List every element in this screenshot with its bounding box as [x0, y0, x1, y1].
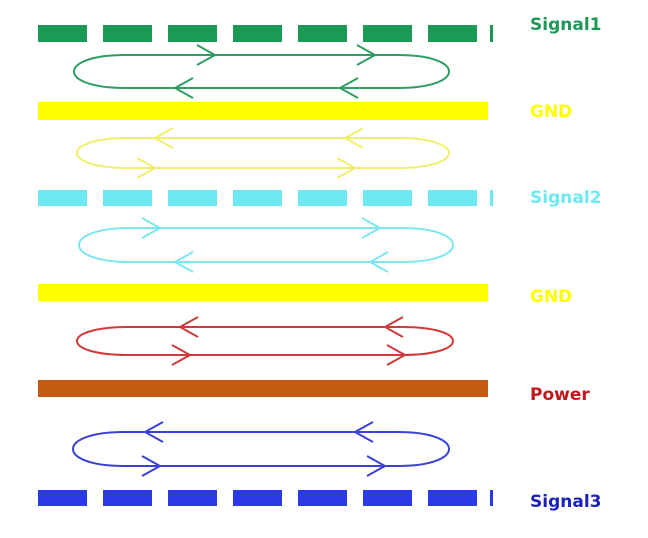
arrow-left-icon: [382, 316, 404, 338]
layer-label-signal1: Signal1: [530, 15, 602, 35]
arrow-right-icon: [386, 344, 408, 366]
current-loop-signal1-gnd: [73, 54, 450, 89]
signal-trace-segment: [363, 490, 412, 506]
signal-trace-segment: [233, 490, 282, 506]
layer-label-gnd-2: GND: [530, 287, 573, 307]
arrow-right-icon: [366, 455, 388, 477]
plane-layer-3: [38, 284, 488, 301]
current-loop-power-signal3: [72, 431, 450, 467]
signal-trace-segment: [428, 190, 477, 206]
plane-layer-1: [38, 102, 488, 120]
signal-trace-end: [490, 190, 493, 206]
arrow-right-icon: [136, 157, 158, 179]
signal-trace-segment: [363, 25, 412, 42]
signal-trace-segment: [168, 490, 217, 506]
signal-trace-segment: [428, 490, 477, 506]
signal-trace-end: [490, 25, 493, 42]
current-loop-signal2-gnd: [78, 227, 454, 263]
arrow-right-icon: [141, 455, 163, 477]
current-loop-gnd-signal2: [76, 137, 450, 169]
signal-trace-segment: [233, 25, 282, 42]
arrow-right-icon: [356, 44, 378, 66]
arrow-right-icon: [361, 217, 383, 239]
layer-label-signal2: Signal2: [530, 188, 602, 208]
layer-label-power: Power: [530, 385, 590, 405]
signal-trace-segment: [298, 25, 347, 42]
arrow-left-icon: [152, 127, 174, 149]
current-loop-gnd-power: [76, 326, 454, 356]
arrow-left-icon: [352, 421, 374, 443]
arrow-left-icon: [172, 77, 194, 99]
arrow-left-icon: [177, 316, 199, 338]
signal-trace-segment: [38, 25, 87, 42]
layer-label-signal3: Signal3: [530, 492, 602, 512]
arrow-right-icon: [336, 157, 358, 179]
arrow-right-icon: [171, 344, 193, 366]
signal-trace-segment: [168, 25, 217, 42]
layer-label-gnd-1: GND: [530, 102, 573, 122]
arrow-left-icon: [342, 127, 364, 149]
signal-trace-segment: [298, 190, 347, 206]
signal-trace-segment: [168, 190, 217, 206]
signal-trace-segment: [103, 490, 152, 506]
arrow-right-icon: [196, 44, 218, 66]
signal-trace-segment: [38, 490, 87, 506]
signal-trace-segment: [363, 190, 412, 206]
arrow-right-icon: [141, 217, 163, 239]
signal-trace-segment: [233, 190, 282, 206]
signal-trace-segment: [103, 190, 152, 206]
signal-trace-segment: [38, 190, 87, 206]
signal-trace-segment: [298, 490, 347, 506]
signal-trace-segment: [103, 25, 152, 42]
arrow-left-icon: [142, 421, 164, 443]
arrow-left-icon: [337, 77, 359, 99]
signal-trace-segment: [428, 25, 477, 42]
signal-trace-end: [490, 490, 493, 506]
arrow-left-icon: [367, 251, 389, 273]
arrow-left-icon: [172, 251, 194, 273]
plane-layer-4: [38, 380, 488, 397]
